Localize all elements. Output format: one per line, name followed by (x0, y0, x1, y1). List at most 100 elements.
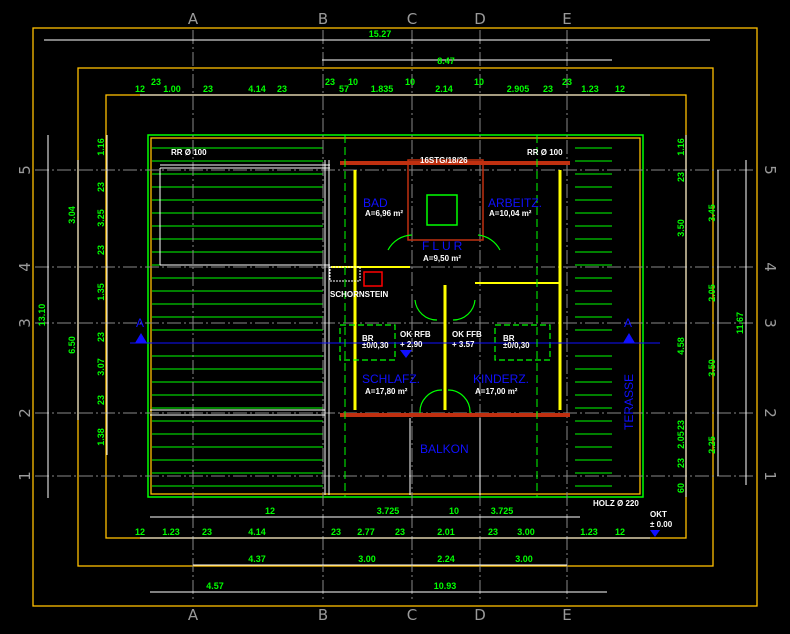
dimension-label: 3.25 (96, 209, 106, 227)
axis-column-label: E (562, 10, 571, 28)
dimension-label: 1.835 (371, 84, 394, 94)
dimension-label: 11.67 (735, 312, 745, 334)
dimension-label: 23 (96, 182, 106, 192)
dimension-label: 2.25 (707, 436, 717, 454)
room-area-schlafz: A=17,80 m² (365, 387, 408, 396)
room-area-flur: A=9,50 m² (423, 254, 461, 263)
dimension-label: 23 (676, 420, 686, 430)
dimension-label: 23 (203, 84, 213, 94)
dimension-label: 23 (488, 527, 498, 537)
note-ok-rfb-value: + 2.90 (400, 340, 423, 349)
room-name-bad: BAD (363, 196, 388, 210)
note-holz: HOLZ Ø 220 (593, 499, 639, 508)
dimension-label: 23 (325, 77, 335, 87)
walls (130, 135, 660, 537)
dimension-label: 2.24 (437, 554, 455, 564)
note-chimney: SCHORNSTEIN (330, 290, 388, 299)
axis-row-label: 3 (761, 318, 779, 328)
dimension-label: 4.57 (206, 581, 224, 591)
dimension-label: 3.725 (491, 506, 514, 516)
dimension-label: 10 (348, 77, 358, 87)
axis-row-label: 4 (761, 262, 779, 272)
axis-column-label: D (474, 10, 486, 28)
dimension-label: 2.05 (707, 284, 717, 302)
dimension-label: 57 (339, 84, 349, 94)
outer-frame (32, 27, 758, 607)
dimension-label: 13.10 (37, 304, 47, 327)
room-name-flur: FLUR (422, 239, 465, 253)
dimension-label: 10 (474, 77, 484, 87)
dimension-label: 1.23 (162, 527, 180, 537)
dimension-label: 2.77 (357, 527, 375, 537)
dimension-label: 1.23 (580, 527, 598, 537)
dimension-label: 23 (96, 395, 106, 405)
note-br-right: BR (503, 334, 515, 343)
axis-column-label: E (562, 606, 571, 624)
room-area-arbeitz: A=10,04 m² (489, 209, 532, 218)
note-ok-rfb: OK RFB (400, 330, 431, 339)
note-rr-right: RR Ø 100 (527, 148, 563, 157)
note-br-left: BR (362, 334, 374, 343)
dimension-label: 10 (449, 506, 459, 516)
axis-row-label: 5 (16, 165, 34, 175)
dimension-label: 10.93 (434, 581, 457, 591)
dimension-label: 12 (135, 84, 145, 94)
dimension-label: 12 (615, 84, 625, 94)
roof-hatching (152, 147, 612, 487)
axis-row-label: 2 (16, 408, 34, 418)
dimension-label: 1.00 (163, 84, 181, 94)
dimension-label: 4.14 (248, 527, 266, 537)
section-marker-left: A (136, 316, 144, 330)
dimension-label: 1.23 (581, 84, 599, 94)
dimension-label: 10 (405, 77, 415, 87)
axis-row-label: 5 (761, 165, 779, 175)
axis-row-label: 1 (16, 471, 34, 481)
dimension-label: 15.27 (369, 29, 392, 39)
dimension-label: 23 (151, 77, 161, 87)
dimension-label: 23 (676, 458, 686, 468)
dimension-label: 2.14 (435, 84, 453, 94)
note-okt: OKT (650, 510, 667, 519)
dimension-label: 23 (202, 527, 212, 537)
dimension-label: 1.35 (96, 283, 106, 301)
dimension-label: 23 (331, 527, 341, 537)
dimension-label: 3.50 (676, 219, 686, 237)
dimension-label: 1.16 (676, 138, 686, 156)
dimension-label: 1.16 (96, 138, 106, 156)
axis-column-label: A (188, 606, 199, 624)
note-rr-left: RR Ø 100 (171, 148, 207, 157)
room-area-bad: A=6,96 m² (365, 209, 403, 218)
axis-row-label: 1 (761, 471, 779, 481)
axis-column-label: C (407, 606, 417, 624)
dimension-label: 6.50 (67, 336, 77, 354)
room-name-terasse: TERASSE (622, 374, 636, 430)
note-br-right-value: ±0/0,30 (503, 341, 530, 350)
dimension-label: 23 (676, 172, 686, 182)
dimension-label: 3.45 (707, 204, 717, 222)
dimension-label: 3.04 (67, 206, 77, 224)
room-name-kinderz: KINDERZ. (473, 372, 529, 386)
dimension-label: 4.58 (676, 337, 686, 355)
dimension-label: 3.07 (96, 358, 106, 376)
room-area-kinderz: A=17,00 m² (475, 387, 518, 396)
dimension-label: 60 (676, 483, 686, 493)
note-stair: 16STG/18/26 (420, 156, 468, 165)
dimension-label: 23 (543, 84, 553, 94)
dimension-label: 23 (96, 332, 106, 342)
note-ok-ffb: OK FFB (452, 330, 482, 339)
axis-column-label: D (474, 606, 486, 624)
axis-row-label: 4 (16, 262, 34, 272)
dimension-label: 3.725 (377, 506, 400, 516)
note-br-left-value: ±0/0,30 (362, 341, 389, 350)
dimension-label: 23 (395, 527, 405, 537)
dimension-label: 3.00 (517, 527, 535, 537)
axis-column-label: B (318, 10, 328, 28)
dimension-label: 12 (615, 527, 625, 537)
dimension-label: 8.47 (437, 56, 455, 66)
dimension-label: 2.905 (507, 84, 530, 94)
dimension-label: 1.38 (96, 428, 106, 446)
dimension-label: 3.00 (515, 554, 533, 564)
axis-column-label: B (318, 606, 328, 624)
